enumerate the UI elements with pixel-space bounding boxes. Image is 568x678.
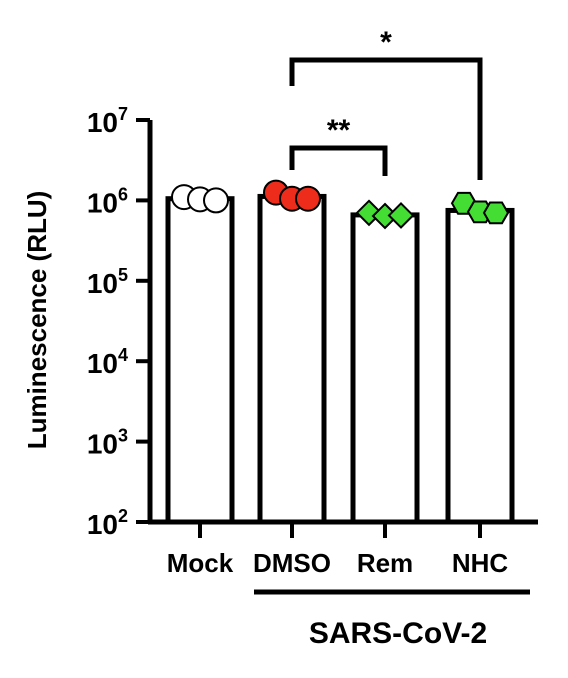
bar-dmso xyxy=(257,193,327,525)
y-tick-label-3: 103 xyxy=(87,426,128,460)
x-tick-label-nhc: NHC xyxy=(452,548,509,578)
bars xyxy=(165,193,515,525)
point-rem-3 xyxy=(387,202,415,229)
sig-bracket-1 xyxy=(289,145,388,176)
significance-brackets: *** xyxy=(289,26,483,180)
x-tick-label-rem: Rem xyxy=(357,548,413,578)
y-tick-label-5: 105 xyxy=(87,265,128,299)
x-tick-label-mock: Mock xyxy=(167,548,234,578)
point-nhc-3 xyxy=(482,201,510,225)
sig-label-2: * xyxy=(380,26,392,59)
data-points xyxy=(171,179,510,230)
y-axis-label: Luminescence (RLU) xyxy=(22,191,52,450)
x-tick-label-dmso: DMSO xyxy=(253,548,331,578)
y-tick-label-2: 102 xyxy=(87,506,128,540)
bar-nhc xyxy=(445,207,515,525)
y-tick-label-6: 106 xyxy=(87,184,128,218)
point-dmso-3 xyxy=(295,185,321,212)
bar-rem xyxy=(350,212,420,525)
sig-label-1: ** xyxy=(327,114,351,147)
y-tick-label-4: 104 xyxy=(87,345,128,379)
group-label: SARS-CoV-2 xyxy=(309,617,487,650)
sig-bracket-2 xyxy=(289,57,483,180)
y-tick-label-7: 107 xyxy=(87,104,128,138)
point-mock-3 xyxy=(203,187,229,214)
bar-mock xyxy=(165,196,235,525)
